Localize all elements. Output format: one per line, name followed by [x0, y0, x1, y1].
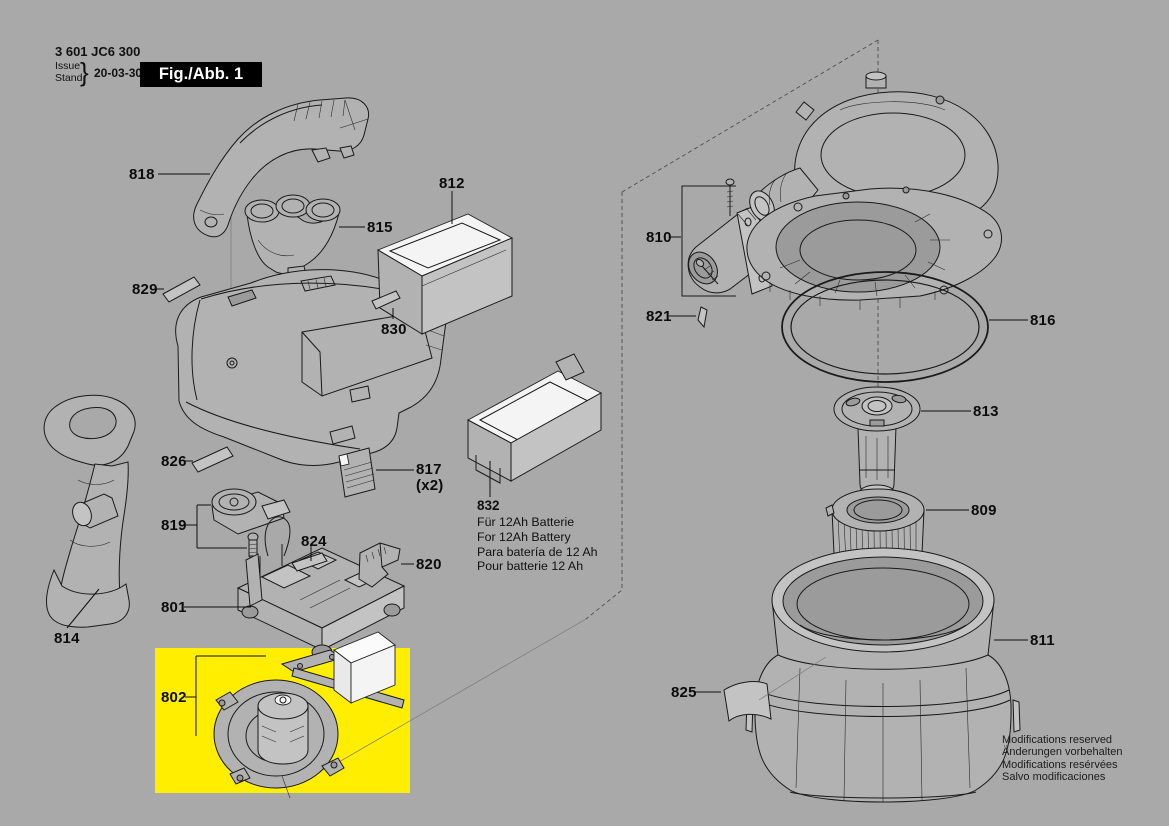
part-label-817-qty: (x2) — [416, 477, 444, 494]
part-label-821: 821 — [646, 308, 672, 325]
part-label-814: 814 — [54, 630, 80, 647]
issue-date: 20-03-30 — [94, 66, 143, 80]
part-label-815: 815 — [367, 219, 393, 236]
stand-label: Stand — [55, 71, 83, 84]
modifications-line-de: Änderungen vorbehalten — [1002, 746, 1123, 759]
drawing-821-wedge — [697, 306, 708, 329]
drawing-turbine-housing — [746, 71, 1002, 310]
part-label-819: 819 — [161, 517, 187, 534]
part-label-829: 829 — [132, 281, 158, 298]
modifications-line-es: Salvo modificaciones — [1002, 771, 1106, 784]
drawing-829-sticker — [162, 276, 201, 303]
drawing-819-valve — [211, 488, 291, 562]
battery-note-832: 832 Für 12Ah Batterie For 12Ah Battery P… — [477, 498, 598, 574]
leader-lines — [66, 173, 1028, 736]
drawing-830-sticker — [371, 290, 401, 310]
drawing-top-housing — [175, 269, 447, 466]
drawing-824-sticker — [291, 552, 328, 572]
drawing-817-insert — [338, 447, 376, 498]
issue-stand-label: Issue Stand — [55, 60, 83, 84]
drawing-820-clip — [358, 542, 401, 588]
part-label-825: 825 — [671, 684, 697, 701]
modifications-line-en: Modifications reserved — [1002, 734, 1113, 746]
part-label-832: 832 — [477, 498, 500, 513]
issue-label: Issue — [55, 60, 81, 72]
document-part-code: 3 601 JC6 300 — [55, 44, 141, 59]
part-label-809: 809 — [971, 502, 997, 519]
drawing-814-side-handle — [43, 394, 136, 628]
drawing-812-cover — [376, 213, 514, 335]
modifications-note: Modifications reserved Änderungen vorbeh… — [1002, 734, 1122, 784]
figure-label: Fig./Abb. 1 — [140, 62, 262, 87]
part-label-802: 802 — [161, 689, 187, 706]
battery-note-line-fr: Pour batterie 12 Ah — [477, 559, 584, 574]
battery-note-line-en: For 12Ah Battery — [477, 529, 571, 544]
part-label-813: 813 — [973, 403, 999, 420]
part-label-811: 811 — [1030, 632, 1055, 649]
part-label-817: 817 — [416, 461, 442, 478]
drawing-825-sticker — [723, 656, 827, 722]
drawing-811-container — [745, 547, 1021, 803]
drawing-815-caddy — [244, 194, 341, 301]
part-label-826: 826 — [161, 453, 187, 470]
drawing-832-battery-cover — [467, 353, 602, 484]
drawing-813-filter-holder — [833, 386, 921, 500]
modifications-line-fr: Modifications resérvées — [1002, 758, 1118, 771]
part-label-801: 801 — [161, 599, 187, 616]
drawing-826-sticker — [191, 446, 234, 473]
battery-note-line-es: Para batería de 12 Ah — [477, 544, 598, 559]
part-label-810: 810 — [646, 229, 672, 246]
part-label-812: 812 — [439, 175, 465, 192]
drawing-818-carry-handle — [193, 97, 370, 238]
part-label-824: 824 — [301, 533, 327, 550]
part-label-818: 818 — [129, 166, 155, 183]
battery-note-line-de: Für 12Ah Batterie — [477, 515, 575, 529]
drawing-802-blower-motor — [213, 649, 405, 799]
part-label-830: 830 — [381, 321, 407, 338]
drawing-foam-block — [333, 631, 396, 704]
drawing-816-seal-ring — [781, 271, 989, 383]
brace-glyph: } — [80, 57, 89, 87]
part-label-820: 820 — [416, 556, 442, 573]
part-label-816: 816 — [1030, 312, 1056, 329]
